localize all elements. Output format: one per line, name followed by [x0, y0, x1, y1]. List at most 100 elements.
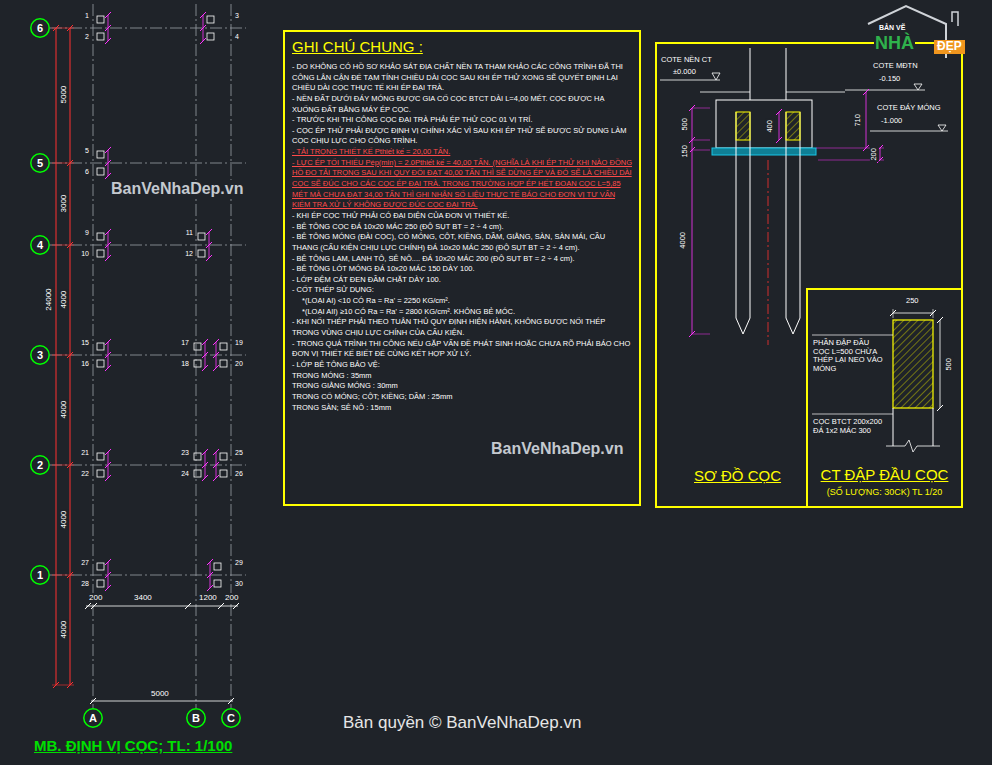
axis-bubble: C: [221, 708, 241, 728]
dimension-tick: [218, 603, 224, 609]
pile-head-detail: [893, 320, 933, 408]
grid-line: [50, 245, 246, 246]
axis-bubble: 5: [30, 153, 50, 173]
pile-head: [786, 112, 800, 140]
label-anchor: COTE ĐÁY MÓNG: [876, 104, 942, 113]
label-anchor: COTE NỀN CT: [660, 56, 713, 65]
axis-label: 1: [37, 570, 43, 581]
callout-number: 6: [84, 168, 90, 176]
dimension-tick: [105, 559, 111, 565]
pile-square: [97, 233, 104, 240]
dimension-tick: [207, 559, 213, 565]
note-text: - TRONG QUÁ TRÌNH THI CÔNG NẾU GẶP VẤN Đ…: [292, 339, 632, 360]
pile-square: [214, 563, 221, 570]
dimension-tick: [105, 339, 111, 345]
label-anchor: 1200: [198, 593, 218, 602]
axis-bubble-circle: [31, 154, 49, 172]
label-anchor: PHẦN ĐẬP ĐẦU CỌC L=500 CHỪA THÉP LẠI NEO…: [812, 339, 888, 374]
note-text: TRONG SÀN; SÊ NÔ : 15mm: [292, 403, 632, 414]
dimension-tick: [105, 242, 111, 248]
dimension-tick: [776, 109, 782, 115]
label-anchor: 26: [234, 470, 244, 478]
pile-square: [97, 151, 104, 158]
callout-number: 5: [84, 147, 90, 155]
note-text: TRONG MÓNG : 35mm: [292, 371, 632, 382]
dimension-tick: [105, 160, 111, 166]
note-text: *(LOẠI AII) ≥10 CÓ Ra = Ra' = 2800 KG/cm…: [292, 307, 632, 318]
grid-line: [231, 4, 232, 708]
annotation-text: 710: [854, 113, 863, 128]
label-anchor: 150: [681, 144, 690, 159]
pile-square: [97, 343, 104, 350]
grid-line: [50, 28, 246, 29]
label-anchor: -0.150: [878, 75, 901, 84]
label-anchor: -1.000: [880, 117, 903, 126]
label-anchor: 15: [80, 339, 90, 347]
extension-line: [933, 309, 934, 318]
dimension-text: 4000: [59, 620, 68, 640]
pile-body-line: [933, 408, 934, 446]
axis-label: A: [89, 713, 97, 724]
extension-line: [52, 163, 74, 164]
extension-line: [692, 140, 710, 141]
label-anchor: 23: [180, 449, 190, 457]
callout-number: 20: [234, 360, 244, 368]
level-marker: [712, 73, 720, 80]
label-anchor: 4000: [679, 231, 688, 250]
note-text: TRONG CỔ MÓNG; CỘT; KIỀNG; DẦM : 25mm: [292, 392, 632, 403]
label-anchor: 200: [224, 593, 239, 602]
dimension-tick: [213, 365, 219, 371]
axis-bubble: 2: [30, 455, 50, 475]
axis-bubble-circle: [31, 346, 49, 364]
watermark: BanVeNhaDep.vn: [490, 440, 624, 458]
column-line: [786, 48, 787, 100]
dimension-tick: [105, 352, 111, 358]
panel-title: SƠ ĐỒ CỌC: [694, 467, 781, 484]
dimension-line: [940, 320, 941, 408]
dimension-text: 4000: [59, 290, 68, 310]
dimension-tick: [206, 242, 212, 248]
axis-label: 6: [37, 23, 43, 34]
label-anchor: 25: [234, 449, 244, 457]
dimension-tick: [185, 603, 191, 609]
label-anchor: 22: [80, 470, 90, 478]
dimension-tick: [937, 317, 943, 323]
callout-number: 29: [234, 559, 244, 567]
break-line: [886, 440, 940, 452]
label-anchor: NHÀ: [874, 33, 915, 54]
dimension-tick: [105, 173, 111, 179]
note-text: TRONG GIẰNG MÓNG : 30mm: [292, 381, 632, 392]
pile-square: [194, 360, 201, 367]
callout-number: 21: [80, 449, 90, 457]
grid-line: [196, 4, 197, 708]
pile-square: [97, 250, 104, 257]
center-line: [768, 160, 769, 345]
label-anchor: 29: [234, 559, 244, 567]
label-anchor: 710: [854, 113, 863, 128]
dimension-tick: [228, 698, 234, 704]
label-anchor: 21: [80, 449, 90, 457]
detail-box: CT ĐẬP ĐẦU CỌC(SỐ LƯỢNG: 30CK) TL 1/20: [806, 288, 963, 508]
pile-square: [198, 233, 205, 240]
dimension-tick: [233, 603, 239, 609]
note-text: - CỌC ÉP THỬ PHẢI ĐƯỢC ĐỊNH VỊ CHÍNH XÁC…: [292, 126, 632, 147]
pile-square: [97, 563, 104, 570]
dimension-line: [70, 28, 71, 685]
dimension-tick: [200, 25, 206, 31]
axis-bubble-circle: [31, 19, 49, 37]
label-anchor: 3400: [133, 593, 153, 602]
dimension-tick: [200, 38, 206, 44]
grid-line: [93, 4, 94, 708]
label-anchor: 200: [870, 147, 879, 162]
callout-number: 30: [234, 580, 244, 588]
label-anchor: 3: [234, 12, 240, 20]
label-anchor: 30: [234, 580, 244, 588]
annotation-text: COTE MĐTN: [872, 62, 919, 71]
level-line: [660, 80, 720, 81]
pile-square: [220, 360, 227, 367]
axis-bubble: 4: [30, 235, 50, 255]
label-anchor: CỌC BTCT 200x200 ĐÁ 1x2 MÁC 300: [812, 418, 890, 435]
note-text: - BÊ TÔNG CỌC ĐÁ 10x20 MÁC 250 (ĐỘ SỤT B…: [292, 222, 632, 233]
pile-square: [194, 343, 201, 350]
extension-line: [692, 108, 710, 109]
